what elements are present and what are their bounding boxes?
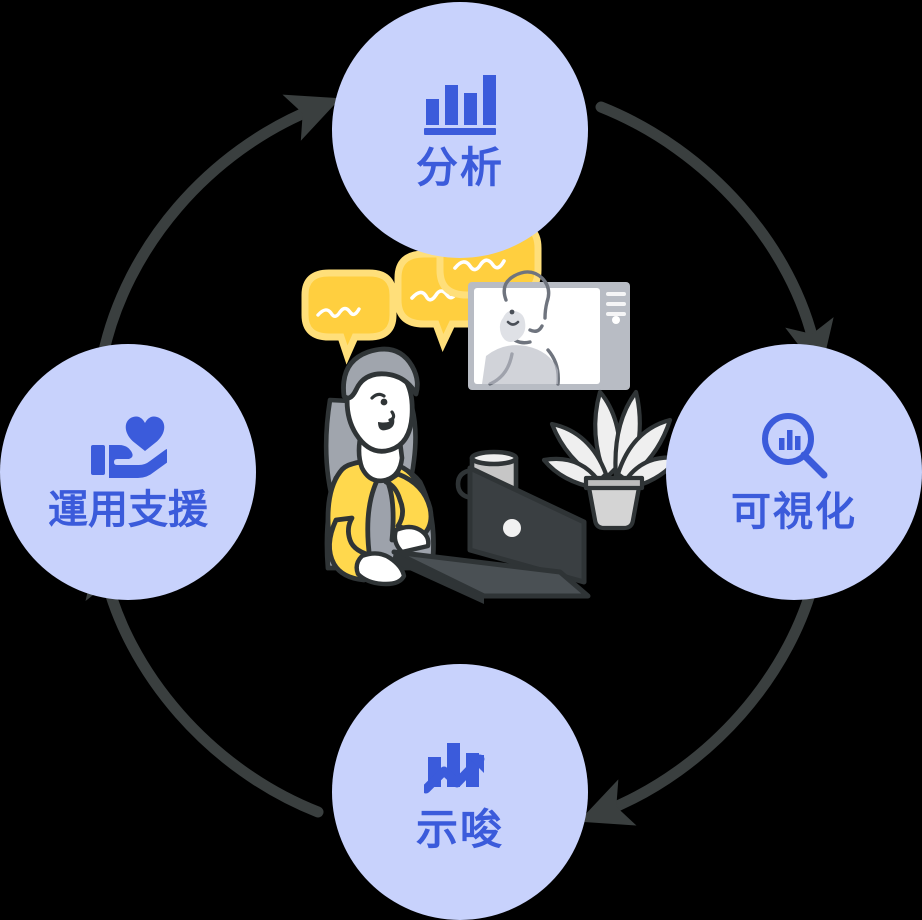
arrow-visualize-to-insight [578,566,822,826]
node-analysis-label: 分析 [415,143,504,191]
node-visualize-label: 可視化 [731,490,857,534]
hand-holding-heart-icon [89,412,175,478]
node-analysis[interactable]: 分析 [332,2,588,258]
node-insight-label: 示唆 [415,805,504,853]
node-visualize[interactable]: 可視化 [666,344,922,600]
bar-chart-icon [422,69,498,135]
node-insight[interactable]: 示唆 [332,664,588,920]
magnifier-bar-chart-icon [759,410,829,480]
node-support[interactable]: 運用支援 [0,344,256,600]
node-support-label: 運用支援 [48,488,208,532]
arrow-insight-to-support [85,544,324,818]
trending-up-bar-chart-icon [421,731,496,797]
arrow-support-to-analysis [97,94,341,361]
arrow-analysis-to-visualize [595,101,834,374]
